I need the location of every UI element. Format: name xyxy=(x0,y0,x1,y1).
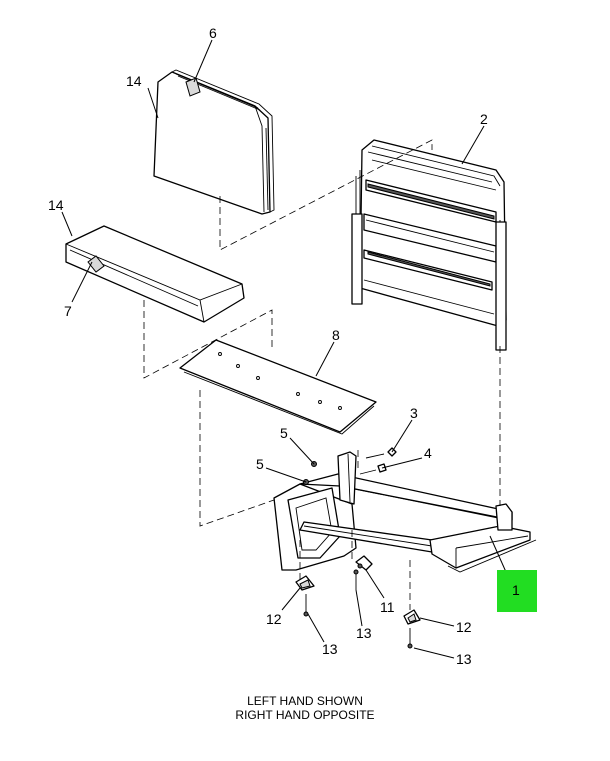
callout-14-back[interactable]: 14 xyxy=(126,73,142,89)
seat-base-frame[interactable] xyxy=(273,451,537,573)
callout-12-left[interactable]: 12 xyxy=(266,611,282,627)
screw-13-right[interactable] xyxy=(407,628,413,649)
callout-6[interactable]: 6 xyxy=(209,25,217,41)
screw-13-middle[interactable] xyxy=(353,569,359,590)
callout-2[interactable]: 2 xyxy=(480,111,488,127)
callout-13-middle[interactable]: 13 xyxy=(356,625,372,641)
callout-5-upper[interactable]: 5 xyxy=(280,425,288,441)
callout-14-cushion[interactable]: 14 xyxy=(48,197,64,213)
clamp-11[interactable] xyxy=(355,555,373,571)
seat-back-tab[interactable] xyxy=(185,77,201,97)
seat-cushion-tab[interactable] xyxy=(87,255,105,273)
clamp-12-left[interactable] xyxy=(295,575,315,591)
callout-11[interactable]: 11 xyxy=(380,599,395,615)
callout-12-right[interactable]: 12 xyxy=(456,619,472,635)
seat-back-frame[interactable] xyxy=(351,139,507,351)
alignment-lines xyxy=(143,139,501,610)
seat-back-cushion[interactable] xyxy=(153,69,275,215)
bolt-3[interactable] xyxy=(365,447,397,459)
callout-1[interactable]: 1 xyxy=(512,582,520,598)
callout-leaders xyxy=(61,39,507,659)
clamp-12-right[interactable] xyxy=(403,609,421,625)
part-1-highlight[interactable] xyxy=(497,570,537,612)
callout-13-left[interactable]: 13 xyxy=(322,641,338,657)
seat-cushion[interactable] xyxy=(65,225,245,323)
callout-7[interactable]: 7 xyxy=(64,303,72,319)
seat-pan[interactable] xyxy=(179,339,377,435)
callout-8[interactable]: 8 xyxy=(332,327,340,343)
callout-4[interactable]: 4 xyxy=(424,445,432,461)
callout-3[interactable]: 3 xyxy=(410,405,418,421)
callout-13-right[interactable]: 13 xyxy=(456,651,472,667)
diagram-caption: LEFT HAND SHOWN RIGHT HAND OPPOSITE xyxy=(0,694,610,722)
caption-line-1: LEFT HAND SHOWN xyxy=(247,694,363,708)
bolt-4[interactable] xyxy=(359,463,387,475)
screw-13-left[interactable] xyxy=(303,594,309,617)
callout-numbers: 6 14 2 14 7 8 3 5 5 4 1 11 12 13 13 12 1… xyxy=(48,25,520,667)
callout-5-lower[interactable]: 5 xyxy=(256,456,264,472)
caption-line-2: RIGHT HAND OPPOSITE xyxy=(235,708,375,722)
